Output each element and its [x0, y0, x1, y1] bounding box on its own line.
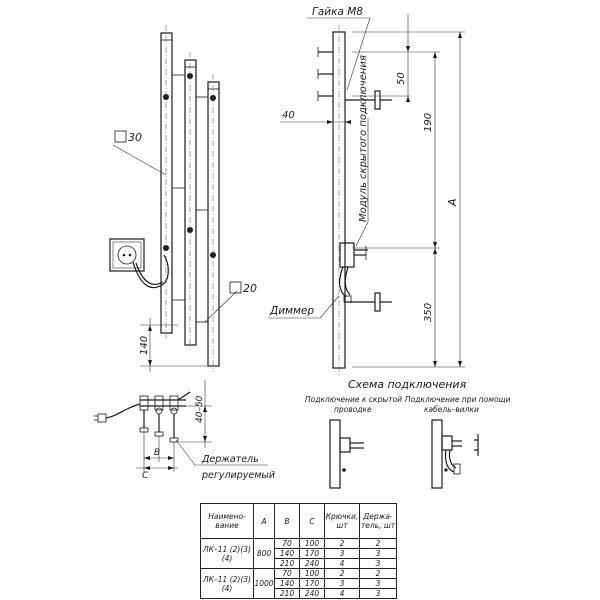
nut-callout: Гайка М8: [307, 6, 371, 91]
dimension-140: 140: [139, 318, 215, 372]
cell-B: 210: [274, 558, 300, 569]
dim-50-label: 50: [396, 72, 407, 85]
holder-label-1: Держатель: [201, 454, 259, 465]
dim-350-label: 350: [423, 303, 434, 322]
cell-hooks: 4: [324, 588, 360, 599]
tube-20-label: 20: [243, 282, 257, 295]
dim-190-label: 190: [423, 113, 434, 132]
hidden-module-callout: Модуль скрытого подключения: [355, 55, 369, 247]
dimensions-right: 50 190 350 A: [352, 14, 465, 368]
dimension-40: 40: [280, 110, 351, 130]
dim-40-label: 40: [282, 110, 295, 121]
cell-holders: 3: [359, 558, 397, 569]
cell-hooks: 3: [324, 578, 360, 589]
header-C: С: [299, 503, 325, 539]
plan-view: 40–50 B C Держатель регулируемый: [94, 380, 275, 481]
cell-hooks: 3: [324, 548, 360, 559]
tube-20-callout: 20: [204, 281, 257, 323]
header-B: В: [274, 503, 300, 539]
cell-B: 140: [274, 548, 300, 559]
group-2-A: 1000: [253, 568, 275, 599]
cell-B: 140: [274, 578, 300, 589]
cell-C: 240: [299, 588, 325, 599]
cell-holders: 3: [359, 548, 397, 559]
table-row: ЛК–11 (2)(3)(4) 1000 70 100 2 2: [200, 568, 397, 599]
cell-B: 70: [274, 568, 300, 579]
dim-140-label: 140: [139, 336, 150, 355]
header-hooks: Крючки, шт: [324, 503, 360, 539]
tube-1: [160, 32, 173, 334]
table-header-row: Наимено-вание А В С Крючки, шт Держа-тел…: [200, 503, 397, 539]
header-holders: Держа-тель, шт: [359, 503, 397, 539]
hidden-module-label: Модуль скрытого подключения: [358, 55, 369, 222]
cell-C: 100: [299, 538, 325, 549]
front-view: [160, 25, 220, 372]
dim-B-label: B: [154, 448, 160, 458]
dim-A-label: A: [446, 198, 459, 207]
cell-hooks: 4: [324, 558, 360, 569]
cell-holders: 3: [359, 588, 397, 599]
nut-label: Гайка М8: [312, 6, 363, 18]
cell-hooks: 2: [324, 538, 360, 549]
connection-scheme: Схема подключения Подключение к скрытой …: [305, 378, 511, 489]
scheme-hidden-line2: проводке: [334, 405, 372, 414]
tube-3: [207, 81, 220, 367]
cell-C: 100: [299, 568, 325, 579]
group-2-name: ЛК–11 (2)(3)(4): [200, 568, 254, 599]
dim-40-50-label: 40–50: [195, 395, 205, 423]
cell-B: 70: [274, 538, 300, 549]
group-1-name: ЛК–11 (2)(3)(4): [200, 538, 254, 569]
scheme-title: Схема подключения: [348, 378, 467, 391]
side-view: [317, 25, 392, 375]
cell-holders: 2: [359, 538, 397, 549]
header-A: А: [253, 503, 275, 539]
spec-table: Наимено-вание А В С Крючки, шт Держа-тел…: [200, 503, 397, 599]
dimmer-callout: Диммер: [268, 295, 340, 319]
table-row: 140 170 3 3: [201, 578, 397, 589]
tube-2: [184, 59, 197, 346]
scheme-plug-line2: кабель–вилки: [424, 405, 479, 414]
cell-holders: 2: [359, 568, 397, 579]
scheme-hidden-line1: Подключение к скрытой: [305, 395, 402, 404]
table-row: 210 240 4 3: [201, 588, 397, 599]
holder-label-2: регулируемый: [201, 470, 275, 481]
cell-C: 170: [299, 578, 325, 589]
dim-C-label: C: [142, 471, 149, 481]
cell-B: 210: [274, 588, 300, 599]
cell-C: 240: [299, 558, 325, 569]
cell-hooks: 2: [324, 568, 360, 579]
scheme-plug-line1: Подключение при помощи: [405, 395, 511, 404]
group-1-A: 800: [253, 538, 275, 569]
cell-C: 170: [299, 548, 325, 559]
tube-30-label: 30: [128, 131, 142, 144]
dimmer-label: Диммер: [269, 305, 314, 317]
header-name: Наимено-вание: [200, 503, 254, 539]
cell-holders: 3: [359, 578, 397, 589]
tube-30-callout: 30: [112, 130, 167, 176]
table-row: ЛК–11 (2)(3)(4) 800 70 100 2 2: [200, 538, 397, 569]
power-socket: [109, 238, 169, 289]
